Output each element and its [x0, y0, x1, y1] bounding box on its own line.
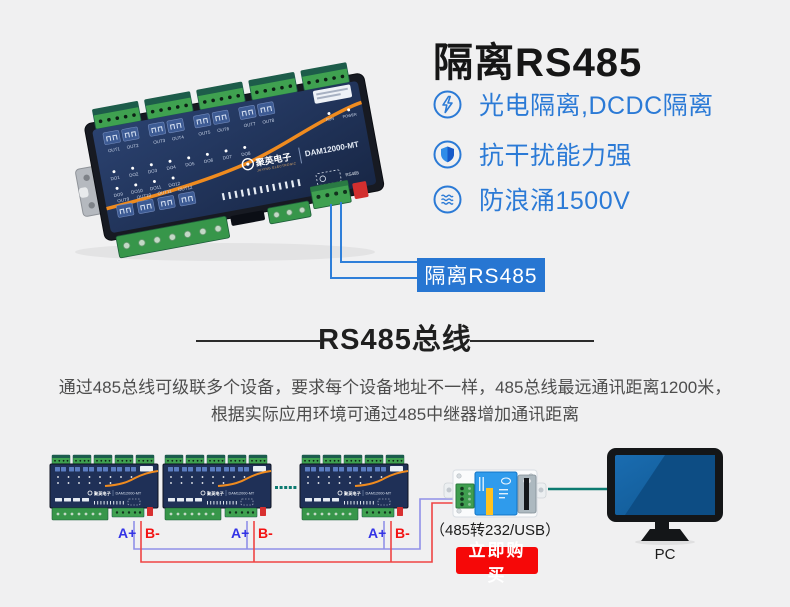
svg-text:OUT11: OUT11: [157, 188, 172, 196]
b-minus-label-3: B-: [395, 525, 410, 541]
svg-text:OUT8: OUT8: [262, 118, 275, 125]
converter-485: [443, 469, 547, 518]
callout-wires: [330, 202, 417, 279]
db9-port: [230, 210, 265, 226]
converter-caption: （485转232/USB）: [430, 522, 561, 539]
do-labels-1: DO1 DO2 DO3 DO4 DO5 DO6 DO7 DO8: [110, 150, 251, 181]
a-plus-label-1: A+: [118, 525, 137, 541]
callout-rs485-label: 隔离RS485: [417, 258, 545, 292]
pin-label-row: [221, 179, 301, 201]
svg-text:OUT6: OUT6: [217, 126, 230, 133]
ellipsis-dots: [275, 486, 297, 489]
svg-text:DO1: DO1: [110, 175, 120, 182]
hero-device: OUT1 OUT2 OUT3 OUT4 OUT5 OUT6 OUT7 OUT8 …: [75, 62, 385, 259]
svg-text:DO3: DO3: [148, 168, 158, 175]
bus-module-2: [163, 455, 271, 520]
description-line-2: 根据实际应用环境可通过485中继器增加通讯距离: [210, 405, 580, 424]
red-component: [352, 181, 369, 199]
buy-now-button[interactable]: 立即购买: [456, 541, 538, 585]
bottom-terminals: [115, 180, 369, 259]
heading-rule-left: [196, 340, 320, 342]
feature-row-interference: 抗干扰能力强: [433, 136, 632, 172]
svg-text:DO4: DO4: [166, 164, 176, 171]
svg-text:DO9: DO9: [113, 191, 123, 198]
svg-text:OUT1: OUT1: [108, 146, 121, 153]
svg-text:DO8: DO8: [241, 150, 251, 157]
svg-text:OUT2: OUT2: [126, 143, 139, 150]
bus-module-3: [300, 455, 408, 520]
feature-label: 光电隔离,DCDC隔离: [479, 92, 714, 120]
b-minus-label-2: B-: [258, 525, 273, 541]
feature-label: 防浪涌1500V: [479, 187, 631, 215]
bolt-icon: [433, 90, 462, 118]
svg-text:OUT9: OUT9: [117, 196, 130, 203]
do-labels-2: DO9 DO10 DO11 DO12: [113, 181, 181, 198]
description-line-1: 通过485总线可级联多个设备，要求每个设备地址不一样，485总线最远通讯距离12…: [58, 378, 732, 397]
bus-module-1: [50, 455, 158, 520]
orange-stripe: [106, 100, 363, 211]
status-labels: RUN POWER: [326, 112, 358, 122]
out-labels-bottom: OUT9 OUT10 OUT11 OUT12: [117, 185, 193, 204]
pc-label: PC: [654, 546, 676, 563]
led-row-1: [112, 145, 247, 174]
svg-text:RUN: RUN: [326, 117, 335, 122]
feature-row-surge: 防浪涌1500V: [433, 181, 630, 217]
out-labels-top: OUT1 OUT2 OUT3 OUT4 OUT5 OUT6 OUT7 OUT8: [108, 118, 276, 154]
a-plus-label-3: A+: [368, 525, 387, 541]
svg-text:OUT4: OUT4: [172, 134, 185, 141]
converter-terminal: [455, 483, 475, 509]
bus-wires: [133, 498, 456, 563]
svg-text:DO5: DO5: [185, 161, 195, 168]
wave-icon: [433, 185, 462, 213]
svg-text:DO12: DO12: [168, 181, 181, 188]
svg-text:DO7: DO7: [222, 154, 232, 161]
svg-text:DO11: DO11: [150, 184, 163, 191]
feature-row-isolation: 光电隔离,DCDC隔离: [433, 86, 714, 122]
led-row-2: [115, 176, 175, 190]
page-title: 隔离RS485: [433, 41, 643, 85]
svg-text:DO10: DO10: [131, 188, 144, 195]
heading-rule-right: [470, 340, 594, 342]
converter-body: [474, 471, 518, 516]
feature-label: 抗干扰能力强: [479, 142, 633, 170]
rs485-port-label: RS485: [345, 170, 360, 178]
svg-text:OUT7: OUT7: [243, 121, 256, 128]
shield-icon: [433, 140, 462, 168]
svg-text:OUT12: OUT12: [178, 185, 194, 193]
svg-text:DO6: DO6: [204, 157, 214, 164]
section-description: 通过485总线可级联多个设备，要求每个设备地址不一样，485总线最远通讯距离12…: [25, 374, 765, 428]
svg-text:DO2: DO2: [129, 171, 139, 178]
svg-text:POWER: POWER: [342, 112, 357, 119]
svg-text:OUT5: OUT5: [198, 129, 211, 136]
pc-monitor: [607, 448, 723, 545]
b-minus-label-1: B-: [145, 525, 160, 541]
svg-text:OUT3: OUT3: [153, 138, 166, 145]
svg-text:OUT10: OUT10: [136, 192, 152, 200]
device-brand-sub: JUYING ELECTRONIC: [257, 161, 297, 172]
a-plus-label-2: A+: [231, 525, 250, 541]
section-heading: RS485总线: [318, 324, 472, 356]
reset-box: [315, 169, 342, 186]
